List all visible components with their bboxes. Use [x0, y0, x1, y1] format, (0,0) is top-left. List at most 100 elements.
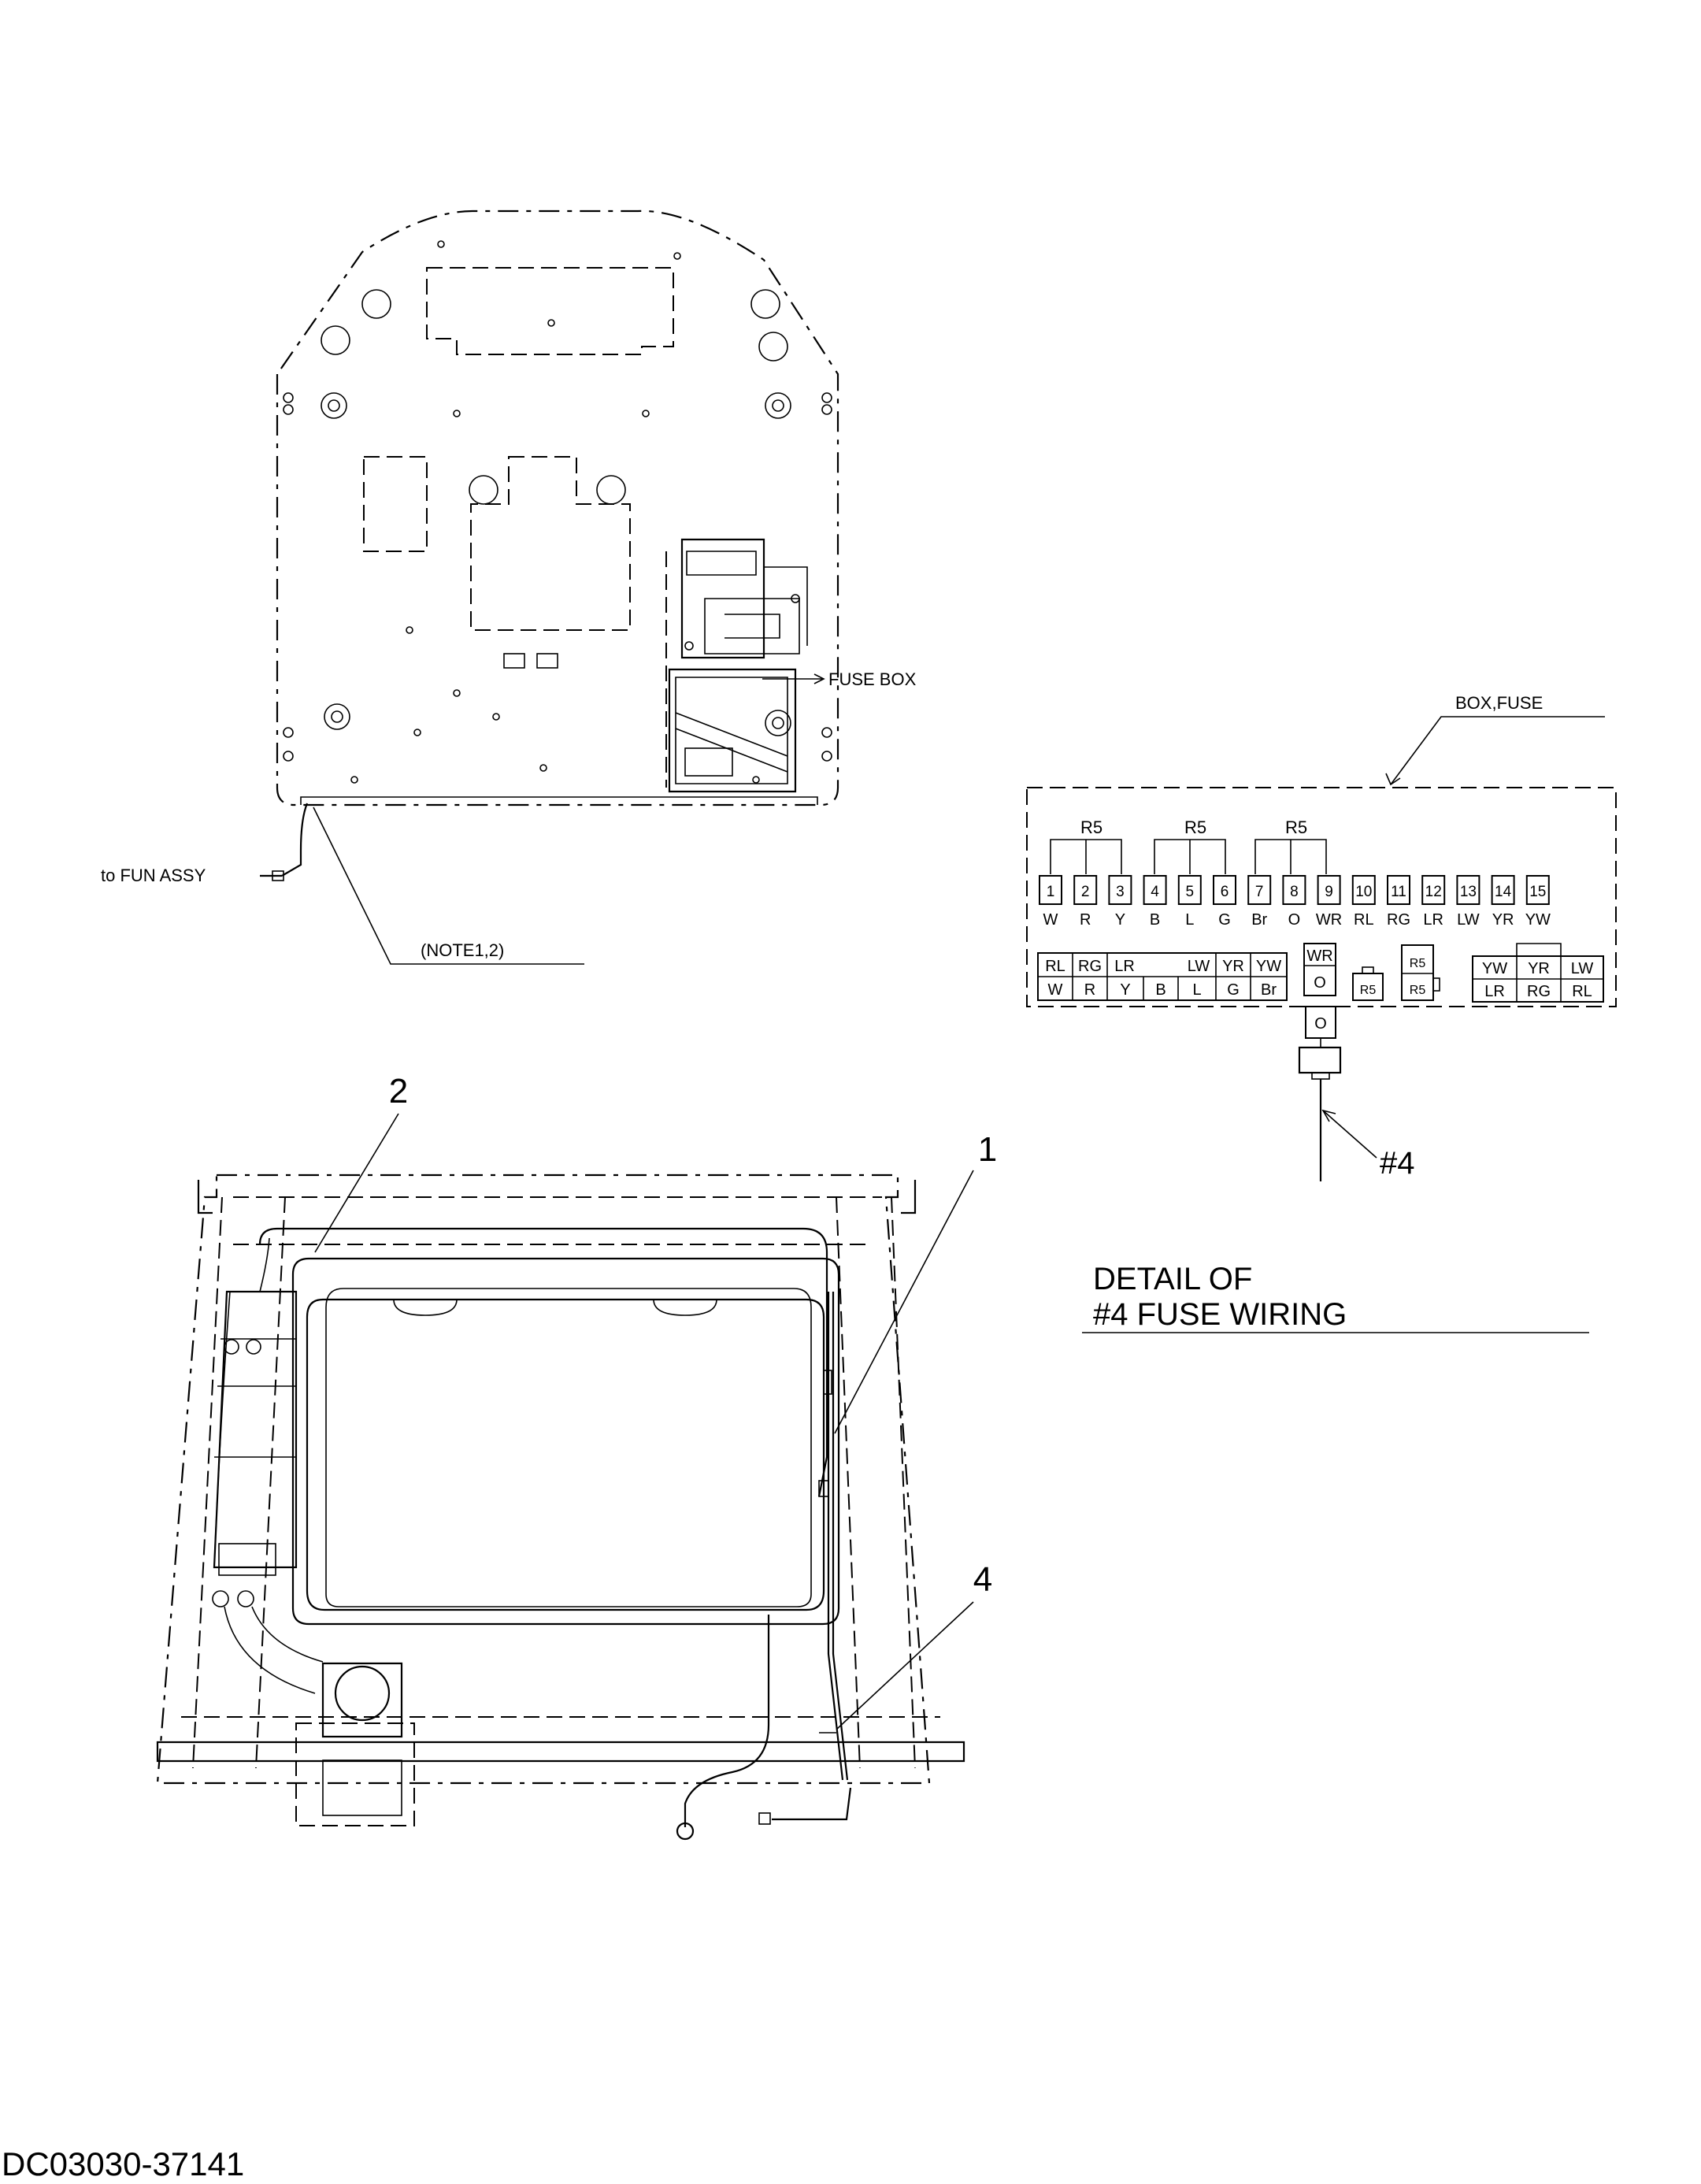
fuse-number-12: 12	[1425, 884, 1442, 900]
fuse-cell-7	[1247, 875, 1272, 905]
fuse-wire-4: B	[1150, 911, 1160, 929]
fuse-wire-1: W	[1043, 911, 1058, 929]
item-4-leader	[836, 1601, 974, 1730]
fuse-cell-5	[1177, 875, 1202, 905]
fuse-number-1: 1	[1047, 884, 1055, 900]
item-2-label: 2	[389, 1072, 408, 1111]
relay-bottom-label: R5	[1410, 984, 1426, 997]
fuse-wire-6: G	[1218, 911, 1231, 929]
item-2-leader	[314, 1113, 399, 1253]
fuse-wire-10: RL	[1354, 911, 1374, 929]
rc-bot-2: RG	[1527, 983, 1551, 1000]
resistor-label-2: R5	[1184, 818, 1206, 837]
right-harness-run	[676, 1292, 852, 1841]
to-fun-assy-label: to FUN ASSY	[101, 866, 206, 885]
mounting-holes	[283, 240, 832, 784]
fuse-cell-9	[1317, 875, 1341, 905]
lc-bot-2: R	[1084, 981, 1095, 999]
rc-bot-1: LR	[1484, 983, 1505, 1000]
fuse-box-on-plate	[665, 538, 808, 793]
fuse-cell-11	[1387, 875, 1410, 905]
lc-top-7: YW	[1256, 958, 1281, 975]
note-label: (NOTE1,2)	[421, 940, 504, 960]
note-leader	[313, 806, 584, 965]
small-connector-label: R5	[1360, 984, 1377, 997]
fuse-wire-2: R	[1080, 911, 1091, 929]
fan-assy	[295, 1662, 415, 1826]
lc-top-6: YR	[1222, 958, 1244, 975]
center-connector-bottom: O	[1314, 974, 1326, 992]
lc-bot-3: Y	[1120, 981, 1130, 999]
fuse-number-15: 15	[1529, 884, 1546, 900]
fuse-cell-15	[1525, 875, 1550, 905]
fuse-number-13: 13	[1460, 884, 1477, 900]
fun-assy-harness	[281, 803, 309, 877]
lc-top-2: RG	[1078, 958, 1102, 975]
lc-bot-6: G	[1227, 981, 1240, 999]
detail-title-line2: #4 FUSE WIRING	[1093, 1297, 1347, 1332]
rc-top-1: YW	[1482, 960, 1507, 977]
rc-bot-3: RL	[1572, 983, 1592, 1000]
fuse-number-6: 6	[1221, 884, 1229, 900]
fuse-wire-9: WR	[1316, 911, 1342, 929]
fuse-cell-12	[1421, 875, 1446, 905]
fuse-wire-7: Br	[1251, 911, 1267, 929]
fuse-number-3: 3	[1116, 884, 1125, 900]
fuse-number-8: 8	[1290, 884, 1299, 900]
fuse-wire-15: YW	[1525, 911, 1551, 929]
fuse-box-detail	[1026, 716, 1617, 1333]
fuse-number-14: 14	[1495, 884, 1512, 900]
cab-frame-view	[156, 1113, 974, 1841]
fuse-number-5: 5	[1186, 884, 1195, 900]
right-connector-labels: YW YR LW LR RG RL	[1482, 960, 1593, 1000]
left-connector-labels: RL RG LR LW YR YW W R Y B L G Br	[1045, 958, 1281, 999]
fuse-wire-5: L	[1185, 911, 1194, 929]
fuse-wire-14: YR	[1492, 911, 1514, 929]
left-harness-bundle	[212, 1227, 828, 1694]
fuse-number-7: 7	[1255, 884, 1264, 900]
rc-top-3: LW	[1571, 960, 1594, 977]
fuse-cell-13	[1456, 875, 1480, 905]
fuse-cell-3	[1108, 875, 1132, 905]
fuse-wire-11: RG	[1387, 911, 1410, 929]
fuse-wire-13: LW	[1457, 911, 1480, 929]
lc-bot-5: L	[1192, 981, 1201, 999]
box-fuse-label: BOX,FUSE	[1455, 693, 1543, 713]
fuse-cells	[1039, 875, 1550, 905]
floor-plate-top-view	[260, 210, 839, 965]
resistor-label-1: R5	[1080, 818, 1102, 837]
resistor-label-3: R5	[1285, 818, 1307, 837]
lc-top-3: LR	[1114, 958, 1135, 975]
fuse-cell-2	[1073, 875, 1098, 905]
fuse-number-10: 10	[1355, 884, 1372, 900]
fuse-cell-4	[1143, 875, 1167, 905]
lc-bot-4: B	[1155, 981, 1166, 999]
fuse-cell-1	[1039, 875, 1062, 905]
drawing-number: DC03030-37141	[2, 2145, 244, 2182]
fuse-cell-10	[1351, 875, 1376, 905]
fuse-wire-8: O	[1288, 911, 1301, 929]
item-1-label: 1	[978, 1130, 997, 1169]
rc-top-2: YR	[1528, 960, 1550, 977]
fuse-cell-6	[1213, 875, 1236, 905]
fuse-number-4: 4	[1151, 884, 1159, 900]
fuse-number-11: 11	[1391, 884, 1406, 900]
fuse-wire-3: Y	[1115, 911, 1125, 929]
lc-bot-7: Br	[1261, 981, 1277, 999]
detail-title-line1: DETAIL OF	[1093, 1262, 1252, 1296]
lc-top-5: LW	[1188, 958, 1210, 975]
plug-label: O	[1314, 1015, 1327, 1033]
fuse-wire-12: LR	[1423, 911, 1443, 929]
fuse-box-label: FUSE BOX	[828, 669, 917, 689]
item-4-label: 4	[973, 1560, 992, 1599]
fuse-texts: 1W2R3Y4B5L6G7Br8O9WR10RL11RG12LR13LW14YR…	[1043, 884, 1551, 929]
fuse-cell-8	[1282, 875, 1306, 905]
relay-top-label: R5	[1410, 957, 1426, 970]
fuse-number-9: 9	[1325, 884, 1333, 900]
fuse-wire-label: #4	[1380, 1146, 1415, 1181]
item-1-leader	[834, 1170, 974, 1434]
center-connector-top: WR	[1306, 947, 1332, 965]
lc-bot-1: W	[1048, 981, 1063, 999]
lc-top-1: RL	[1045, 958, 1065, 975]
